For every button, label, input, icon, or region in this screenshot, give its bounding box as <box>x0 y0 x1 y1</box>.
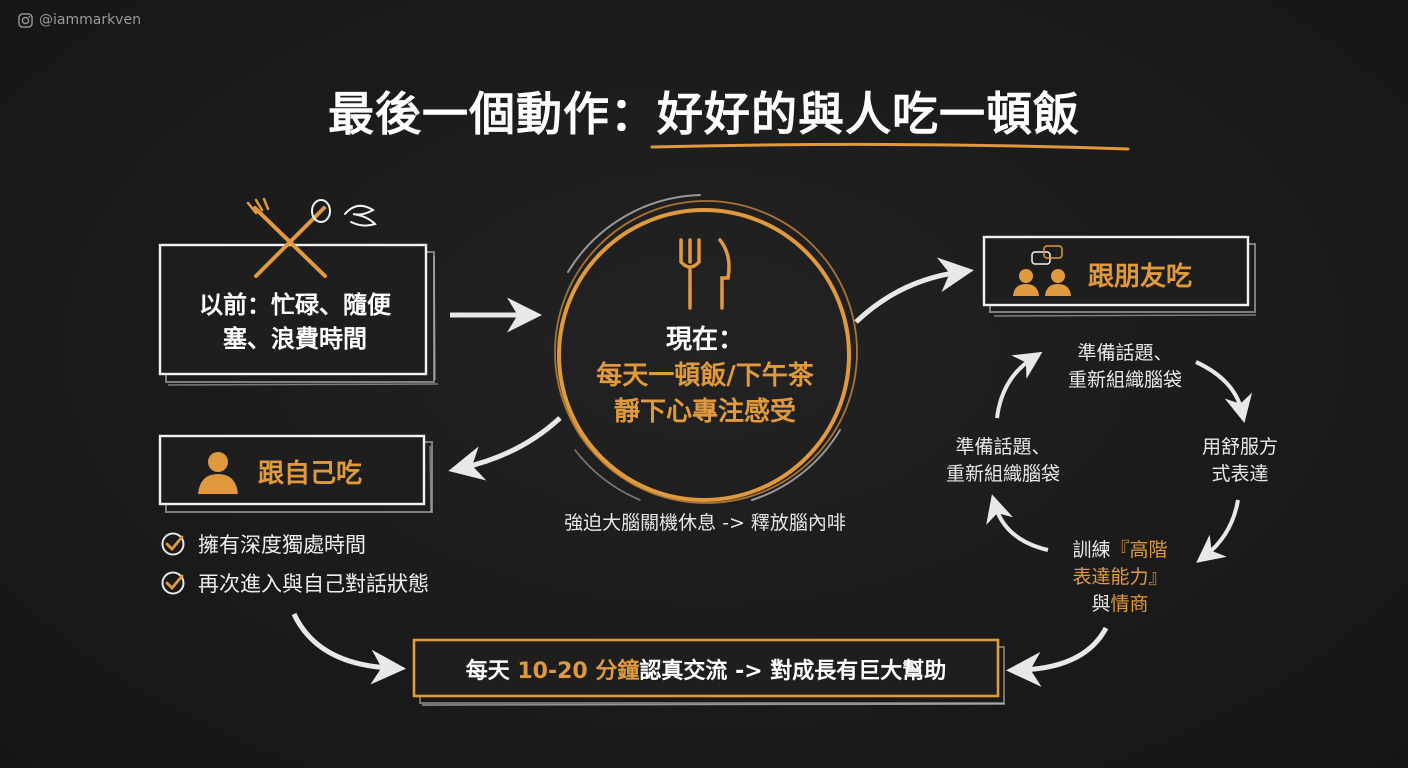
instagram-icon <box>18 12 33 28</box>
banner-post: 認真交流 -> 對成長有巨大幫助 <box>639 659 947 684</box>
past-box-text: 以前：忙碌、隨便 塞、浪費時間 <box>160 288 430 356</box>
cycle-bottom-pre: 訓練 <box>1072 539 1111 561</box>
cycle-arrows <box>986 351 1253 563</box>
watermark: @iammarkven <box>18 12 141 28</box>
crossed-fork-spoon-icon <box>246 197 377 278</box>
watermark-handle: @iammarkven <box>39 12 141 28</box>
cycle-step-bottom: 訓練『高階 表達能力』 與情商 <box>1030 537 1210 618</box>
people-chat-icon <box>1013 245 1071 296</box>
cycle-top-line2: 重新組織腦袋 <box>1067 369 1182 391</box>
past-box <box>158 243 439 386</box>
cycle-bottom-line3-hl: 情商 <box>1110 593 1149 615</box>
center-caption: 強迫大腦關機休息 -> 釋放腦內啡 <box>564 512 846 534</box>
bottom-banner: 每天 10-20 分鐘認真交流 -> 對成長有巨大幫助 <box>414 641 998 697</box>
cycle-bottom-hl1: 『高階 <box>1110 539 1168 561</box>
cycle-right-line1: 用舒服方 <box>1201 436 1278 458</box>
cycle-right-line2: 式表達 <box>1211 463 1269 485</box>
banner-highlight: 10-20 分鐘 <box>517 659 640 684</box>
past-line2: 塞、浪費時間 <box>223 325 367 353</box>
friends-box-label: 跟朋友吃 <box>1088 262 1193 292</box>
cycle-bottom-line1: 訓練『高階 <box>1030 537 1210 564</box>
check-item: 再次進入與自己對話狀態 <box>160 568 429 598</box>
page-title: 最後一個動作：好好的與人吃一頓飯 <box>0 78 1408 144</box>
title-part2: 好好的與人吃一頓飯 <box>657 87 1080 141</box>
cycle-bottom-line3: 與情商 <box>1030 591 1210 618</box>
arrow-cycle-to-banner <box>1006 626 1109 687</box>
self-box-label: 跟自己吃 <box>258 459 363 489</box>
center-label: 現在： <box>665 325 744 355</box>
fork-knife-icon <box>679 238 731 310</box>
banner-box <box>412 638 1006 706</box>
check-item: 擁有深度獨處時間 <box>160 529 366 559</box>
center-text: 現在： 每天一頓飯/下午茶 靜下心專注感受 <box>560 322 850 430</box>
check-label: 擁有深度獨處時間 <box>198 533 366 557</box>
arrow-center-to-self <box>448 416 562 481</box>
person-icon <box>198 452 238 494</box>
past-line1: 以前：忙碌、隨便 <box>199 291 391 319</box>
cycle-step-right: 用舒服方 式表達 <box>1180 434 1300 488</box>
center-plate <box>554 194 858 504</box>
arrow-center-to-friends <box>854 257 974 324</box>
cycle-step-left: 準備話題、 重新組織腦袋 <box>918 434 1088 488</box>
cycle-left-line2: 重新組織腦袋 <box>945 463 1060 485</box>
center-line2: 靜下心專注感受 <box>613 397 796 427</box>
cycle-top-line1: 準備話題、 <box>1077 342 1173 364</box>
title-underline <box>650 142 1130 151</box>
arrow-self-to-banner <box>291 612 406 685</box>
cycle-step-top: 準備話題、 重新組織腦袋 <box>1040 340 1210 394</box>
cycle-left-line1: 準備話題、 <box>955 436 1051 458</box>
title-part1: 最後一個動作： <box>328 87 657 141</box>
cycle-bottom-line3-pre: 與 <box>1091 593 1111 615</box>
check-circle-icon <box>161 571 185 595</box>
banner-pre: 每天 <box>465 659 510 684</box>
cycle-bottom-hl2: 表達能力』 <box>1072 566 1168 588</box>
check-label: 再次進入與自己對話狀態 <box>198 572 429 596</box>
center-line1: 每天一頓飯/下午茶 <box>596 361 814 391</box>
check-circle-icon <box>161 532 185 556</box>
